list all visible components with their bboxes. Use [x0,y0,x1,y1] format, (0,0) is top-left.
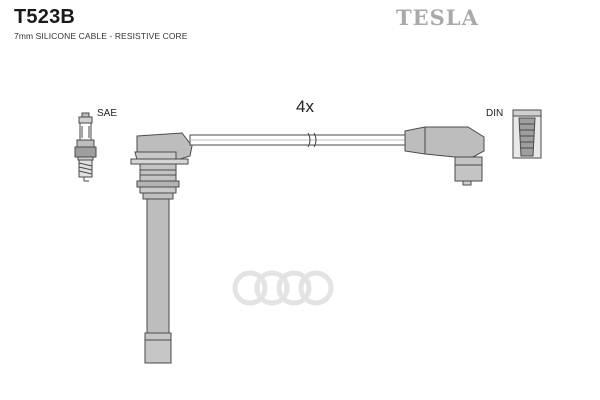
watermark-rings-icon [232,270,334,306]
sae-label: SAE [97,108,118,119]
spark-plug-icon [74,112,97,182]
quantity-label: 4x [296,97,314,116]
brand-logo: TESLA [396,5,479,30]
model-code: T523B [14,6,76,28]
din-connector-icon [512,109,542,159]
cable [189,132,411,148]
cable-spec: 7mm SILICONE CABLE - RESISTIVE CORE [14,31,188,41]
din-angled-connector [404,126,485,186]
spark-plug-boot [130,132,193,364]
din-label: DIN [486,108,504,119]
